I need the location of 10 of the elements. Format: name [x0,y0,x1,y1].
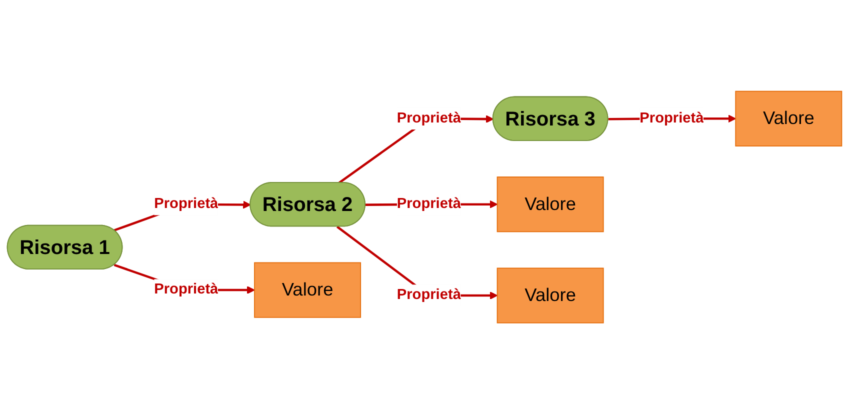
edge-label: Proprietà [154,196,218,212]
node-box: Valore [254,262,362,318]
node-box: Valore [735,91,842,147]
node-box: Valore [496,176,604,233]
edge-label: Proprietà [640,110,704,126]
edge-label: Proprietà [396,110,461,126]
node-box: Valore [496,268,604,324]
edge-label: Proprietà [396,288,461,304]
edge-label: Proprietà [396,196,461,212]
edge-label: Proprietà [154,282,218,298]
